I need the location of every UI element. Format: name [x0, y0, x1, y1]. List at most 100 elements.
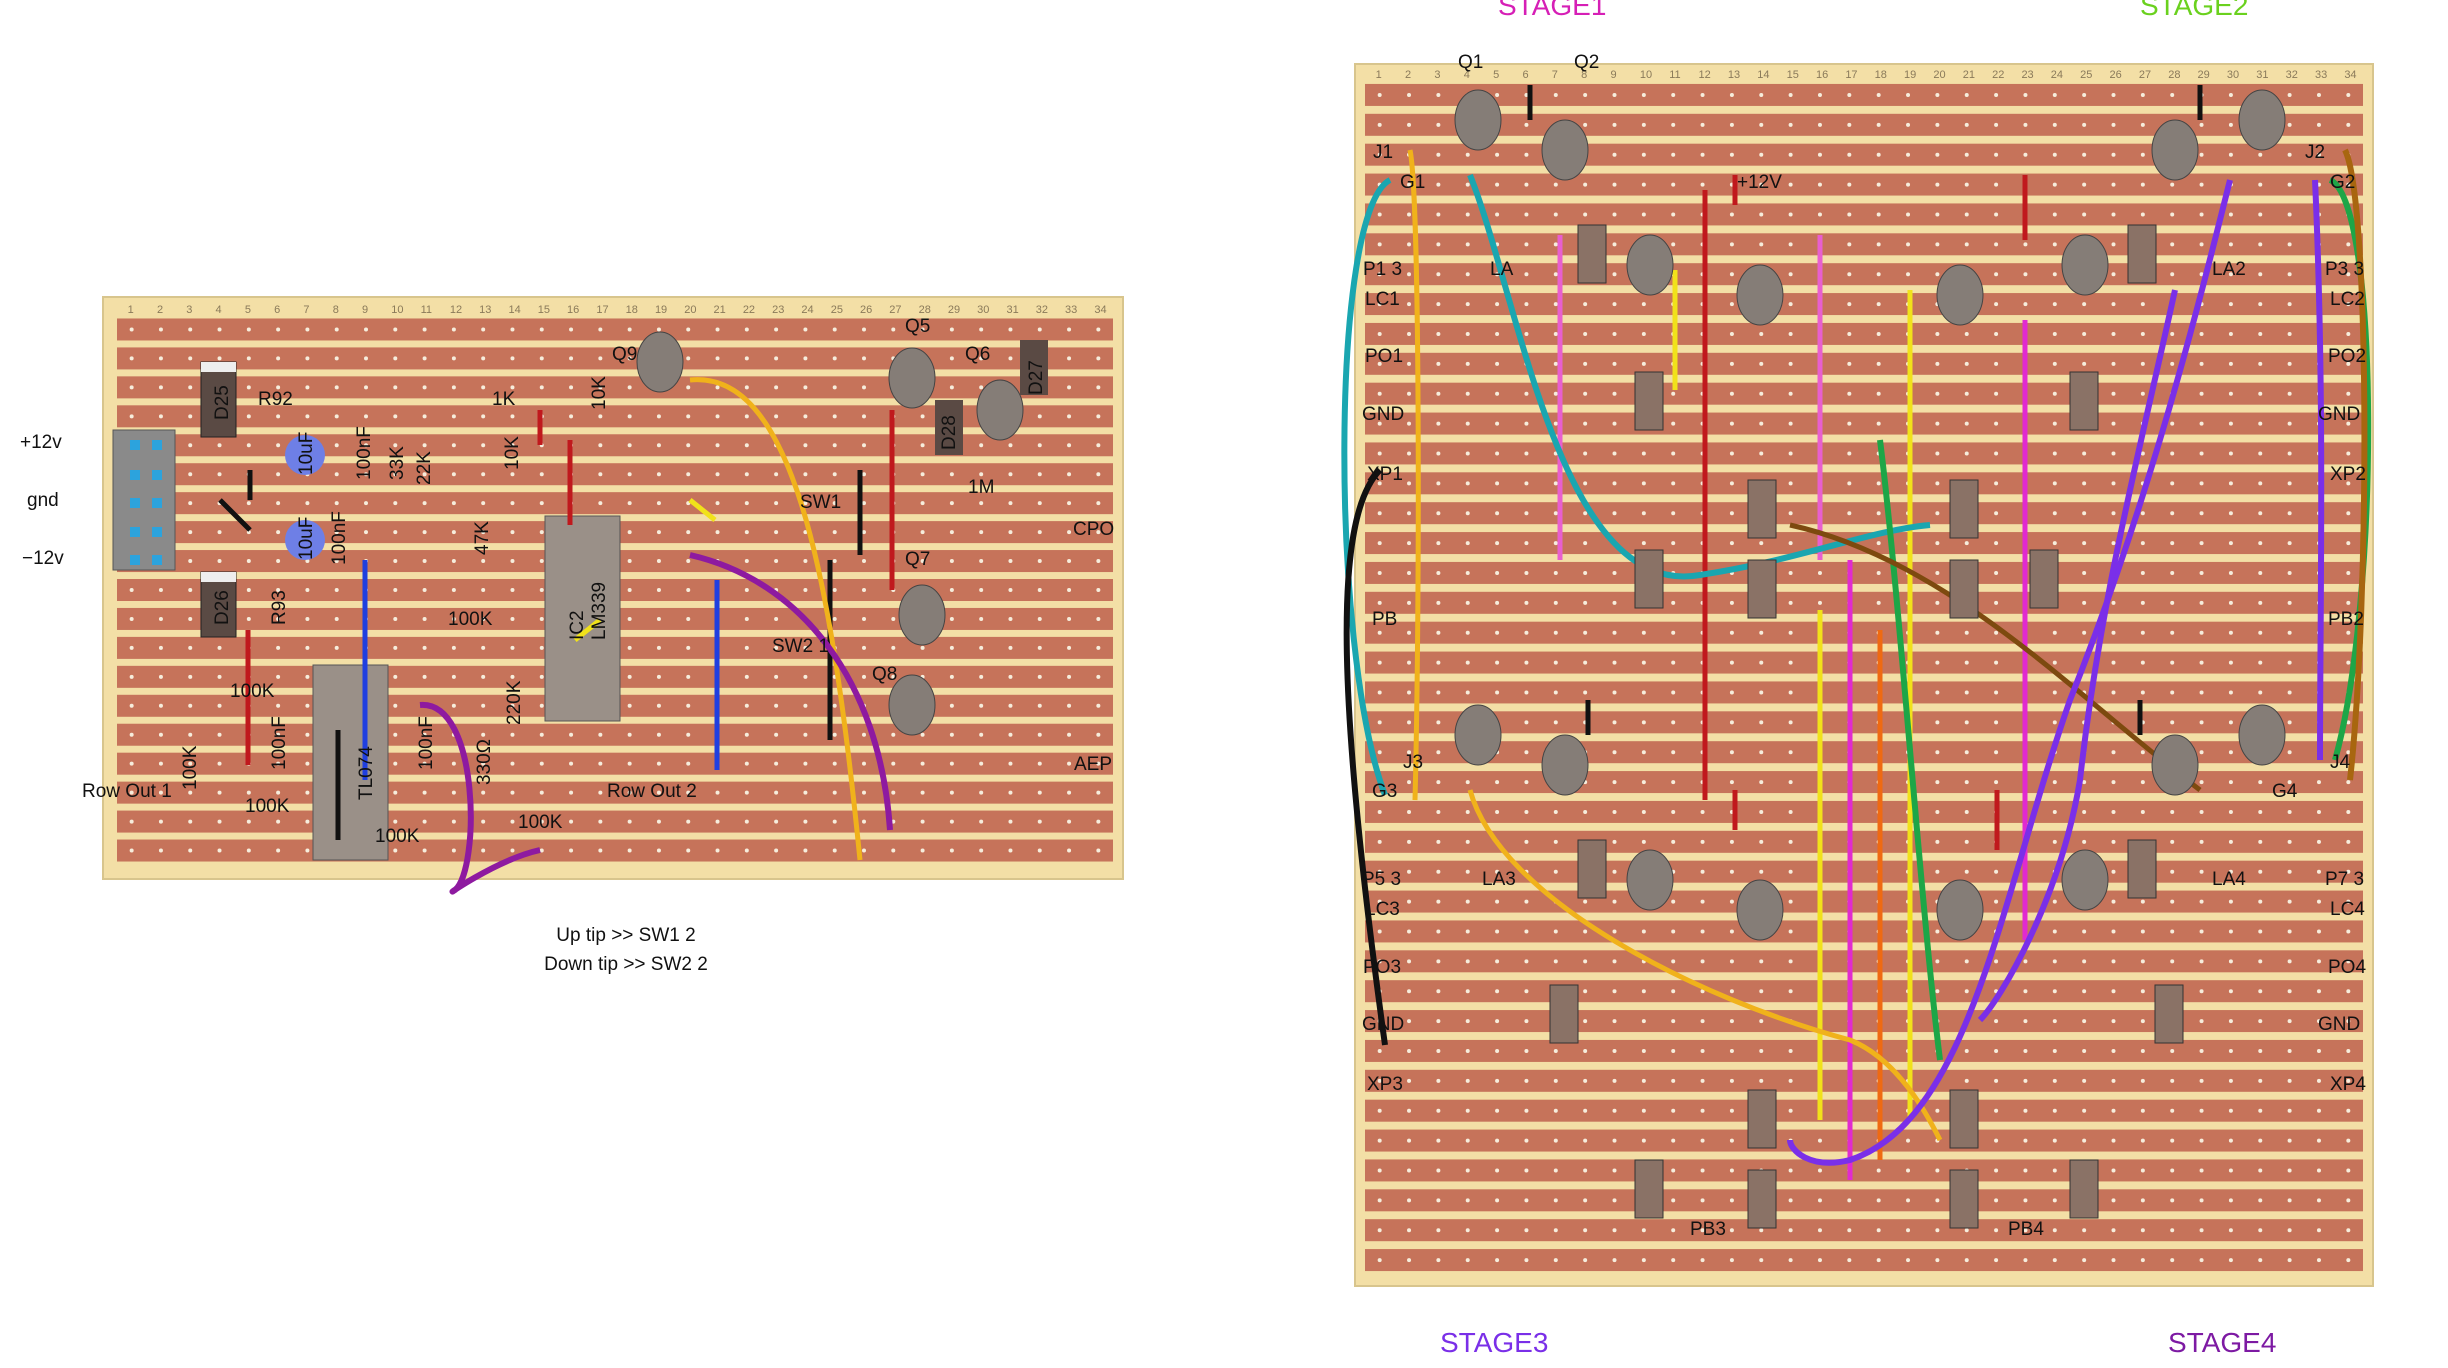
svg-text:18: 18: [1875, 69, 1887, 81]
svg-text:2: 2: [157, 304, 163, 316]
power-label-plus12v: +12v: [20, 432, 62, 453]
right-board-components: [1341, 85, 2372, 1229]
svg-text:1: 1: [1376, 69, 1382, 81]
svg-text:10: 10: [391, 304, 403, 316]
svg-text:4: 4: [1464, 69, 1470, 81]
svg-text:20: 20: [684, 304, 696, 316]
svg-text:19: 19: [1904, 69, 1916, 81]
label-1k: 1K: [492, 389, 516, 410]
svg-text:8: 8: [333, 304, 339, 316]
label-d26: D26: [212, 590, 233, 625]
label-d27: D27: [1026, 360, 1047, 395]
svg-text:31: 31: [1006, 304, 1018, 316]
label-r-lc1: LC1: [1365, 289, 1400, 310]
svg-text:5: 5: [1493, 69, 1499, 81]
label-q7: Q7: [905, 549, 930, 570]
svg-text:26: 26: [860, 304, 872, 316]
label-r-g3: G3: [1372, 781, 1397, 802]
label-lm339: LM339: [589, 582, 610, 640]
svg-text:10: 10: [1640, 69, 1652, 81]
label-r-j1: J1: [1373, 142, 1393, 163]
svg-text:1: 1: [128, 304, 134, 316]
svg-text:23: 23: [772, 304, 784, 316]
power-label-gnd: gnd: [27, 490, 59, 511]
label-r-pb: PB: [1372, 609, 1397, 630]
label-33k: 33K: [387, 446, 408, 480]
note-down-tip: Down tip >> SW2 2: [544, 954, 708, 975]
svg-text:30: 30: [2227, 69, 2239, 81]
svg-text:34: 34: [1094, 304, 1106, 316]
label-100k-l6: 100K: [518, 812, 563, 833]
svg-text:15: 15: [1787, 69, 1799, 81]
label-100nf-l3: 100nF: [269, 716, 290, 770]
label-r-lc2: LC2: [2330, 289, 2365, 310]
svg-text:22: 22: [1992, 69, 2004, 81]
label-100k-l3: 100K: [180, 745, 201, 790]
svg-text:32: 32: [2286, 69, 2298, 81]
label-r-xp4: XP4: [2330, 1074, 2366, 1095]
label-r92: R92: [258, 389, 293, 410]
svg-text:28: 28: [2168, 69, 2180, 81]
label-r-po1: PO1: [1365, 346, 1403, 367]
svg-text:14: 14: [1757, 69, 1769, 81]
svg-text:27: 27: [889, 304, 901, 316]
label-47k-l1: 47K: [472, 521, 493, 555]
label-r-la3: LA3: [1482, 869, 1516, 890]
label-r-gnd2: GND: [2318, 404, 2360, 425]
label-r-12v: +12V: [1737, 172, 1782, 193]
label-22k: 22K: [414, 451, 435, 485]
svg-text:11: 11: [421, 304, 432, 316]
label-100k-l5: 100K: [375, 826, 420, 847]
svg-text:7: 7: [303, 304, 309, 316]
svg-text:25: 25: [2080, 69, 2092, 81]
svg-text:9: 9: [1611, 69, 1617, 81]
label-330ohm-l1: 330Ω: [474, 739, 495, 785]
label-row-out-2: Row Out 2: [607, 781, 697, 802]
label-q9: Q9: [612, 344, 637, 365]
label-r-pb2: PB2: [2328, 609, 2364, 630]
label-100k-l1: 100K: [448, 609, 493, 630]
label-r-gnd1: GND: [1362, 404, 1404, 425]
stage2-title: STAGE2: [2140, 0, 2249, 21]
svg-text:24: 24: [801, 304, 813, 316]
label-r-la4: LA4: [2212, 869, 2246, 890]
label-r-p53: P5 3: [1362, 869, 1401, 890]
label-r-po3: PO3: [1363, 957, 1401, 978]
label-r-p13: P1 3: [1363, 259, 1402, 280]
svg-text:18: 18: [626, 304, 638, 316]
label-r-j4: J4: [2330, 752, 2351, 773]
label-sw1: SW1: [800, 492, 841, 513]
svg-text:7: 7: [1552, 69, 1558, 81]
svg-text:24: 24: [2051, 69, 2063, 81]
svg-text:28: 28: [919, 304, 931, 316]
label-d28: D28: [939, 415, 960, 450]
svg-text:17: 17: [596, 304, 608, 316]
label-10uf-1: 10uF: [296, 432, 317, 475]
label-r-pb3: PB3: [1690, 1219, 1726, 1240]
label-100nf-l4: 100nF: [416, 716, 437, 770]
label-r-xp2: XP2: [2330, 464, 2366, 485]
label-q5: Q5: [905, 316, 930, 337]
svg-text:17: 17: [1845, 69, 1857, 81]
label-100k-l4: 100K: [245, 796, 290, 817]
label-r-g4: G4: [2272, 781, 2298, 802]
svg-text:23: 23: [2021, 69, 2033, 81]
label-r-xp1: XP1: [1367, 464, 1403, 485]
label-r-po2: PO2: [2328, 346, 2366, 367]
svg-text:31: 31: [2256, 69, 2268, 81]
svg-text:21: 21: [714, 304, 726, 316]
svg-text:2: 2: [1405, 69, 1411, 81]
label-r-q2: Q2: [1574, 52, 1599, 73]
label-220k-l1: 220K: [504, 680, 525, 725]
label-r-xp3: XP3: [1367, 1074, 1403, 1095]
svg-text:5: 5: [245, 304, 251, 316]
svg-text:16: 16: [567, 304, 579, 316]
label-r-lc3: LC3: [1365, 899, 1400, 920]
label-1m-l: 1M: [968, 477, 994, 498]
label-10k-1: 10K: [589, 376, 610, 410]
svg-text:13: 13: [1728, 69, 1740, 81]
label-10k-2: 10K: [502, 436, 523, 470]
svg-text:3: 3: [186, 304, 192, 316]
